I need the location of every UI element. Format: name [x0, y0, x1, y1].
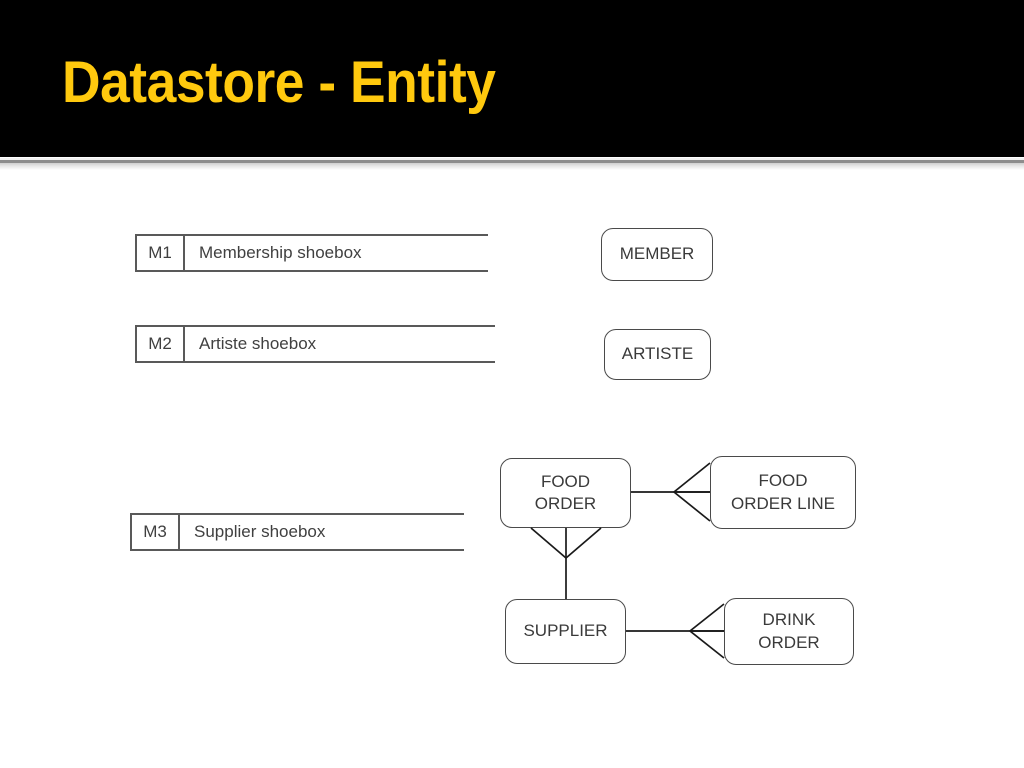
datastore-id-label: M2	[135, 325, 185, 363]
artiste-entity[interactable]: ARTISTE	[604, 329, 711, 380]
banner-shadow	[0, 163, 1024, 170]
banner-rule	[0, 160, 1024, 163]
datastore-id-label: M1	[135, 234, 185, 272]
crowsfoot-icon	[672, 462, 711, 522]
relationship-supplier-to-drink-order	[626, 603, 725, 659]
entity-label: MEMBER	[619, 244, 695, 264]
crowsfoot-icon	[530, 527, 602, 560]
page-title: Datastore - Entity	[62, 50, 496, 115]
supplier-entity[interactable]: SUPPLIER	[505, 599, 626, 664]
title-banner	[0, 0, 1024, 157]
entity-label: SUPPLIER	[523, 621, 608, 641]
datastore-id-label: M3	[130, 513, 180, 551]
relationship-supplier-to-food-order	[530, 527, 602, 599]
datastore-name-label: Supplier shoebox	[180, 513, 464, 551]
banner-divider	[0, 158, 1024, 160]
datastore-name-label: Membership shoebox	[185, 234, 488, 272]
datastore-name-label: Artiste shoebox	[185, 325, 495, 363]
entity-label: ARTISTE	[621, 344, 694, 364]
relationship-food-order-to-food-order-line	[631, 462, 711, 522]
crowsfoot-icon	[688, 603, 725, 659]
member-entity[interactable]: MEMBER	[601, 228, 713, 281]
